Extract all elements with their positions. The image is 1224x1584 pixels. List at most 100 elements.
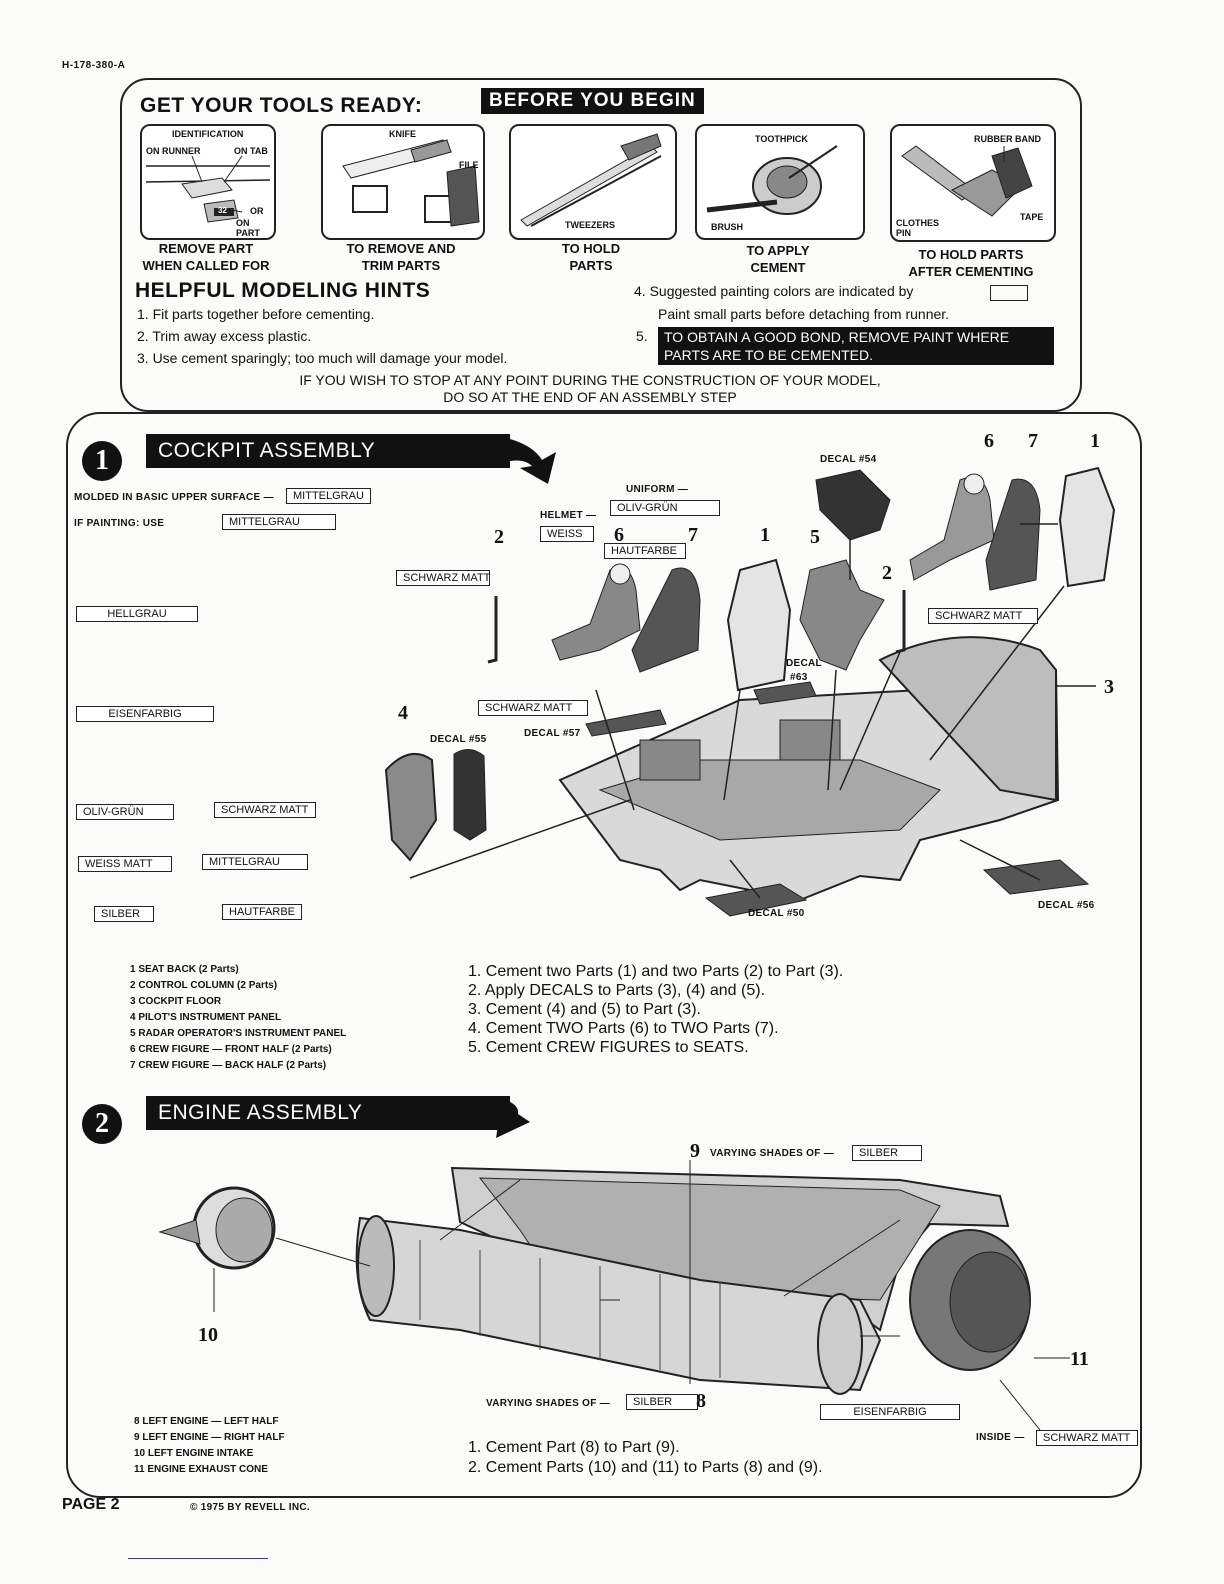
label-clothes-pin: CLOTHES PIN: [896, 218, 940, 238]
before-you-begin-banner: BEFORE YOU BEGIN: [481, 88, 704, 114]
hint-4-continued: Paint small parts before detaching from …: [658, 306, 950, 322]
decal-57-label: DECAL #57: [524, 728, 581, 739]
tool-identification-box: IDENTIFICATION ON RUNNER ON TAB OR ON PA…: [140, 124, 276, 240]
step-2-parts-list: 8 LEFT ENGINE — LEFT HALF 9 LEFT ENGINE …: [134, 1414, 285, 1478]
caption-to-hold-parts: TO HOLD PARTS: [918, 247, 1024, 262]
step-1-banner: COCKPIT ASSEMBLY: [146, 434, 510, 468]
clothespin-illustration: [901, 145, 1033, 217]
part-number-11: 11: [1070, 1348, 1089, 1370]
caption-to-apply: TO APPLY: [746, 243, 810, 258]
decal-54-label: DECAL #54: [820, 454, 877, 465]
part-number-7b: 7: [1028, 430, 1038, 452]
label-tape: TAPE: [1020, 212, 1044, 222]
tab-number: 32: [218, 206, 227, 215]
label-file: FILE: [459, 160, 479, 170]
instruction: 2. Apply DECALS to Parts (3), (4) and (5…: [468, 982, 766, 999]
part-number-1a: 1: [760, 524, 770, 546]
page-number: PAGE 2: [62, 1496, 120, 1513]
document-code: H-178-380-A: [62, 60, 126, 71]
list-item: 6 CREW FIGURE — FRONT HALF (2 Parts): [130, 1044, 332, 1055]
hint-4: 4. Suggested painting colors are indicat…: [634, 283, 914, 299]
instruction: 2. Cement Parts (10) and (11) to Parts (…: [468, 1459, 823, 1476]
list-item: 7 CREW FIGURE — BACK HALF (2 Parts): [130, 1060, 327, 1071]
stop-line-1: IF YOU WISH TO STOP AT ANY POINT DURING …: [299, 372, 881, 388]
part-number-8: 8: [696, 1390, 706, 1412]
if-painting-text: IF PAINTING: USE: [74, 518, 165, 529]
caption-cement: CEMENT: [750, 260, 806, 275]
hint-5-number: 5.: [636, 328, 648, 344]
swatch-eisenfarbig: EISENFARBIG: [76, 706, 214, 722]
part-number-4: 4: [398, 702, 408, 724]
caption-remove-part: REMOVE PART: [158, 241, 254, 256]
eisenfarbig-exhaust: EISENFARBIG: [820, 1404, 960, 1420]
silber-8: SILBER: [626, 1394, 698, 1410]
swatch-oliv-gruen: OLIV-GRÜN: [76, 804, 174, 820]
label-or: OR: [250, 206, 264, 216]
tool-clothespin-box: RUBBER BAND CLOTHES PIN TAPE: [890, 124, 1056, 242]
label-identification: IDENTIFICATION: [172, 129, 244, 139]
uniform-label: UNIFORM —: [626, 484, 689, 495]
bond-warning-banner: TO OBTAIN A GOOD BOND, REMOVE PAINT WHER…: [658, 327, 1054, 365]
caption-to-remove-and: TO REMOVE AND: [346, 241, 456, 256]
decal-56-label: DECAL #56: [1038, 900, 1095, 911]
swatch-hellgrau: HELLGRAU: [76, 606, 198, 622]
swatch-weiss-matt: WEISS MATT: [78, 856, 172, 872]
part-number-1b: 1: [1090, 430, 1100, 452]
hint-3: 3. Use cement sparingly; too much will d…: [137, 350, 508, 366]
paint-swatch-sample: [990, 285, 1028, 301]
instruction: 3. Cement (4) and (5) to Part (3).: [468, 1001, 701, 1018]
identification-illustration: [145, 155, 271, 223]
hints-title: HELPFUL MODELING HINTS: [135, 279, 431, 302]
tweezers-illustration: [520, 133, 662, 227]
label-on-part: ON PART: [236, 218, 260, 238]
tool-tweezers-box: TWEEZERS: [509, 124, 677, 240]
divider: [128, 1558, 268, 1559]
part-number-7a: 7: [688, 524, 698, 546]
list-item: 4 PILOT'S INSTRUMENT PANEL: [130, 1012, 282, 1023]
list-item: 1 SEAT BACK (2 Parts): [130, 964, 239, 975]
varying-shades-8: VARYING SHADES OF —: [486, 1398, 611, 1409]
helmet-color: WEISS: [540, 526, 594, 542]
label-on-runner: ON RUNNER: [146, 146, 201, 156]
bond-line-2: PARTS ARE TO BE CEMENTED.: [664, 347, 874, 363]
part-number-5: 5: [810, 526, 820, 548]
part-number-2b: 2: [882, 562, 892, 584]
bond-line-1: TO OBTAIN A GOOD BOND, REMOVE PAINT WHER…: [664, 329, 1010, 345]
helmet-label: HELMET —: [540, 510, 597, 521]
part-number-3: 3: [1104, 676, 1114, 698]
swatch-hautfarbe: HAUTFARBE: [222, 904, 302, 920]
caption-after-cementing: AFTER CEMENTING: [908, 264, 1034, 279]
assembly-panel: [66, 412, 1142, 1498]
decal-63-number: #63: [790, 672, 808, 683]
molded-text: MOLDED IN BASIC UPPER SURFACE —: [74, 492, 274, 503]
step-1-parts-list: 1 SEAT BACK (2 Parts) 2 CONTROL COLUMN (…: [130, 962, 346, 1074]
inside-label: INSIDE —: [976, 1432, 1025, 1443]
part-number-2a: 2: [494, 526, 504, 548]
step-2-banner: ENGINE ASSEMBLY: [146, 1096, 510, 1130]
instruction: 1. Cement two Parts (1) and two Parts (2…: [468, 963, 844, 980]
hint-2: 2. Trim away excess plastic.: [137, 328, 312, 344]
list-item: 2 CONTROL COLUMN (2 Parts): [130, 980, 278, 991]
if-painting-swatch: MITTELGRAU: [222, 514, 336, 530]
stop-line-2: DO SO AT THE END OF AN ASSEMBLY STEP: [443, 389, 737, 405]
tool-3-caption: TO HOLD PARTS: [509, 240, 673, 274]
caption-trim-parts: TRIM PARTS: [361, 258, 441, 273]
inside-color: SCHWARZ MATT: [1036, 1430, 1138, 1446]
uniform-color: OLIV-GRÜN: [610, 500, 720, 516]
varying-shades-9: VARYING SHADES OF —: [710, 1148, 835, 1159]
step-2-badge: 2: [82, 1104, 122, 1144]
list-item: 11 ENGINE EXHAUST CONE: [134, 1464, 268, 1475]
step-1-badge: 1: [82, 441, 122, 481]
tools-title: GET YOUR TOOLS READY:: [140, 94, 423, 117]
part-number-9: 9: [690, 1140, 700, 1162]
control-column-color-1: SCHWARZ MATT: [396, 570, 490, 586]
instruction: 1. Cement Part (8) to Part (9).: [468, 1439, 680, 1456]
toothpick-brush-illustration: [706, 145, 838, 215]
label-toothpick: TOOTHPICK: [755, 134, 808, 144]
skin-color: HAUTFARBE: [604, 543, 686, 559]
tool-toothpick-box: TOOTHPICK BRUSH: [695, 124, 865, 240]
list-item: 3 COCKPIT FLOOR: [130, 996, 222, 1007]
tool-knife-box: KNIFE FILE: [321, 124, 485, 240]
label-knife: KNIFE: [389, 129, 416, 139]
knife-file-illustration: [342, 139, 480, 227]
